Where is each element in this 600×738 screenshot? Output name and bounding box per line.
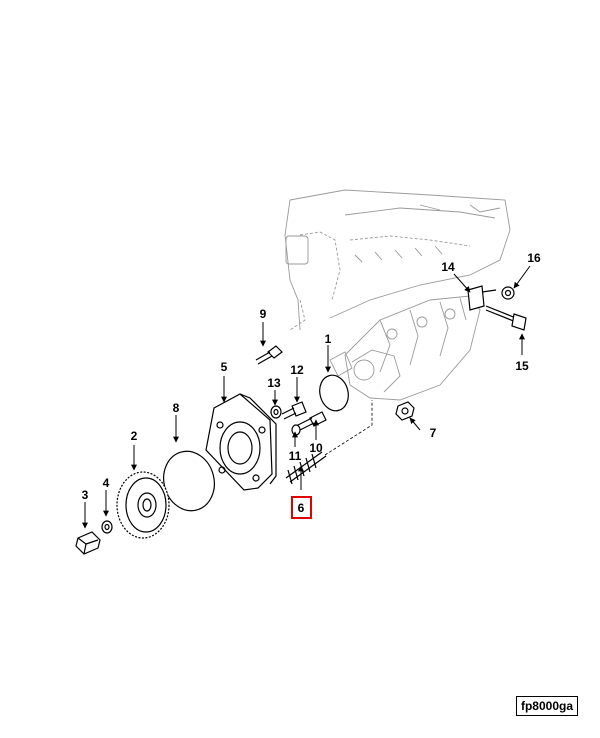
alignment-line: [324, 400, 373, 456]
callout-11[interactable]: 11: [289, 449, 302, 463]
injection-pump-body: [329, 295, 481, 401]
engine-block-ghost: [284, 189, 511, 331]
callout-8[interactable]: 8: [173, 401, 180, 415]
callout-9[interactable]: 9: [260, 307, 267, 321]
callout-10[interactable]: 10: [309, 441, 323, 455]
o-ring-1: [319, 374, 349, 412]
callout-leaders: [82, 265, 531, 529]
callout-16[interactable]: 16: [527, 251, 541, 265]
callout-1[interactable]: 1: [325, 332, 332, 346]
washer-11: [291, 424, 301, 436]
bolt-15: [485, 305, 527, 331]
callout-2[interactable]: 2: [131, 429, 138, 443]
callout-12[interactable]: 12: [290, 363, 304, 377]
washer-13: [270, 405, 282, 419]
callout-5[interactable]: 5: [221, 360, 228, 374]
callout-13[interactable]: 13: [267, 376, 281, 390]
figure-reference-code: fp8000ga: [516, 696, 578, 716]
callout-14[interactable]: 14: [441, 260, 455, 274]
washer-4: [101, 520, 113, 534]
nut-3: [75, 531, 101, 555]
nut-7: [395, 401, 415, 421]
adapter-housing-5: [205, 393, 277, 491]
bracket-14: [467, 285, 497, 311]
bolt-12: [281, 401, 307, 420]
callout-4[interactable]: 4: [103, 476, 110, 490]
bolt-9: [255, 345, 283, 365]
callout-7[interactable]: 7: [430, 426, 437, 440]
callout-labels: 1 2 3 4 5 6 7 8 9 10 11 12 13 14 15 16: [82, 251, 541, 515]
callout-6[interactable]: 6: [298, 501, 305, 515]
nut-16: [501, 286, 515, 300]
drive-gear-2: [116, 471, 170, 539]
callout-15[interactable]: 15: [515, 359, 529, 373]
highlight-box-callout-6: [291, 496, 312, 519]
bolt-10: [295, 411, 327, 432]
callout-3[interactable]: 3: [82, 488, 89, 502]
